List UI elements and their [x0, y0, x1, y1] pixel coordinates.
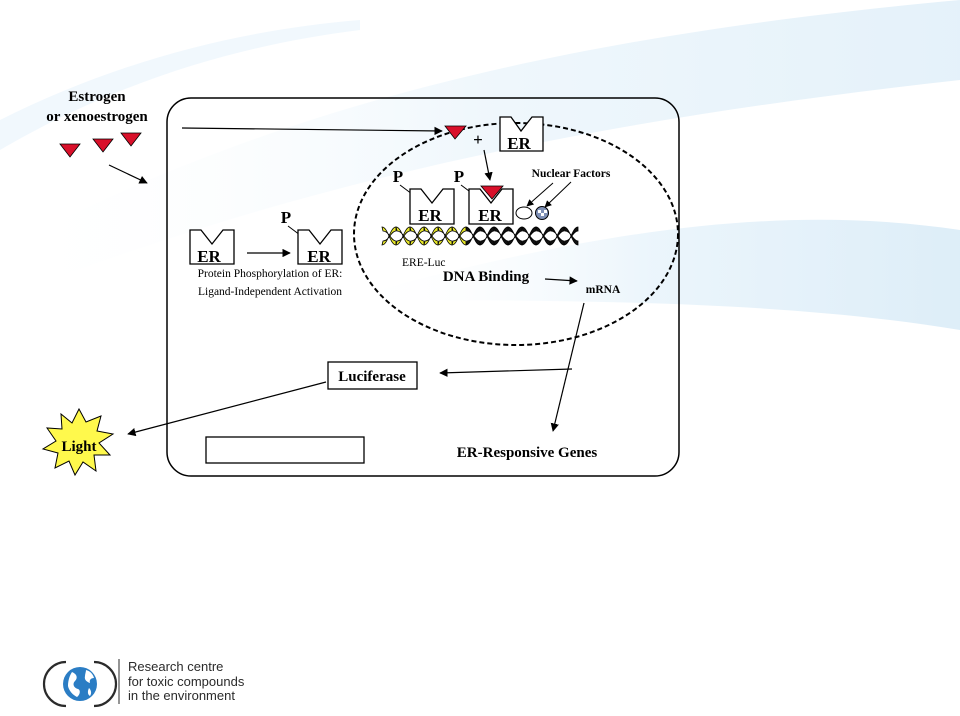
er-receptor-left: ER	[189, 229, 235, 266]
dna-strand-reverse	[437, 226, 453, 246]
ligand-triangle-nucleus	[444, 125, 467, 140]
dna-strand-reverse	[479, 226, 495, 246]
phospho-label-mid: P	[281, 208, 291, 227]
phospho-label-nuc-2: P	[454, 167, 464, 186]
dna-strand-reverse	[507, 226, 523, 246]
logo-line-2: for toxic compounds	[128, 673, 245, 689]
to-luciferase-arrow	[439, 368, 573, 377]
nuclear-factor-arrow-1	[526, 182, 554, 207]
ligand-triangle-bound	[480, 185, 504, 200]
dna-strand-reverse	[535, 226, 551, 246]
light-burst	[41, 407, 115, 477]
ere-luc-label: ERE-Luc	[402, 257, 445, 269]
phosphorylation-text-1: Protein Phosphorylation of ER:	[198, 268, 343, 280]
luciferase-to-light-arrow	[127, 381, 327, 437]
light-label: Light	[61, 439, 96, 455]
nuclear-factor-oval	[515, 206, 533, 220]
ligand-triangles	[59, 132, 142, 158]
nuclear-factors-label: Nuclear Factors	[532, 168, 611, 180]
dna-strand-reverse	[395, 226, 411, 246]
svg-text:ER: ER	[478, 206, 502, 225]
er-receptor-nuc-1: ER	[409, 188, 455, 225]
dna-helix	[381, 226, 579, 246]
er-to-binding-arrow	[483, 149, 493, 181]
cell-boundary	[166, 97, 680, 477]
svg-text:ER: ER	[507, 134, 531, 153]
dna-binding-label: DNA Binding	[443, 269, 530, 285]
er-responsive-genes-label: ER-Responsive Genes	[457, 445, 598, 461]
dna-strand-reverse	[451, 226, 467, 246]
phospho-label-nuc-1: P	[393, 167, 403, 186]
dna-strand-reverse	[465, 226, 481, 246]
xenoestrogen-label: or xenoestrogen	[46, 109, 148, 125]
er-receptor-top: ER	[499, 116, 544, 153]
dna-strand-reverse	[381, 226, 397, 246]
nuclear-factor-arrow-2	[544, 181, 572, 208]
empty-box	[205, 436, 365, 464]
phosphorylation-text-2: Ligand-Independent Activation	[198, 286, 342, 298]
dna-strand-reverse	[493, 226, 509, 246]
mrna-to-genes-arrow	[550, 302, 585, 432]
svg-text:ER: ER	[307, 247, 331, 266]
er-receptor-nuc-2: ER	[468, 188, 514, 225]
svg-text:ER: ER	[418, 206, 442, 225]
luciferase-box	[327, 361, 418, 390]
ligand-to-nucleus-arrow	[181, 126, 443, 136]
svg-text:ER: ER	[197, 247, 221, 266]
logo-line-1: Research centre	[128, 659, 224, 674]
er-receptor-phosphorylated: ER	[297, 229, 343, 266]
luciferase-label: Luciferase	[338, 369, 406, 385]
dna-to-mrna-arrow	[544, 276, 578, 285]
dna-strand-reverse	[521, 226, 537, 246]
logo-text: Research centre for toxic compounds in t…	[128, 659, 245, 704]
estrogen-label: Estrogen	[68, 89, 126, 105]
ligand-entry-arrow	[108, 164, 148, 184]
plus-sign: +	[473, 130, 483, 149]
mrna-label: mRNA	[586, 284, 621, 296]
dna-strand-reverse	[423, 226, 439, 246]
logo-icon	[42, 660, 118, 708]
dna-strand-reverse	[563, 226, 579, 246]
dna-strand-reverse	[549, 226, 565, 246]
dna-strand-reverse	[409, 226, 425, 246]
logo-line-3: in the environment	[128, 688, 235, 703]
